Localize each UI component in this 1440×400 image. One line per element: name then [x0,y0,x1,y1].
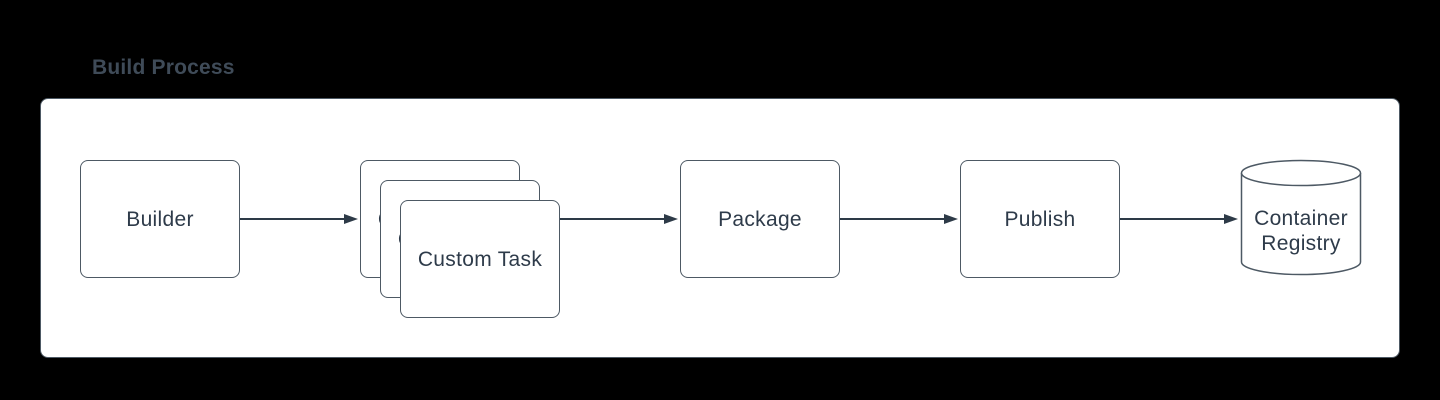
edge-publish-to-container-registry[interactable] [1120,213,1240,225]
node-custom-task-card-front[interactable]: Custom Task [400,200,560,318]
arrowhead-icon [944,214,958,224]
node-builder-label: Builder [126,207,194,231]
cylinder-shape-icon [1240,159,1362,276]
container-title: Build Process [92,56,235,79]
node-container-registry[interactable]: Container Registry [1240,159,1362,277]
edge-custom-task-to-package[interactable] [560,213,680,225]
edge-package-to-publish[interactable] [840,213,960,225]
node-custom-task-label: Custom Task [417,247,543,271]
edge-builder-to-custom-task[interactable] [240,213,360,225]
node-package-label: Package [718,207,802,231]
arrowhead-icon [344,214,358,224]
arrowhead-icon [1224,214,1238,224]
node-builder[interactable]: Builder [80,160,240,278]
node-container-registry-label: Container Registry [1254,207,1348,255]
arrowhead-icon [664,214,678,224]
node-publish-label: Publish [1004,207,1076,231]
node-package[interactable]: Package [680,160,840,278]
node-publish[interactable]: Publish [960,160,1120,278]
